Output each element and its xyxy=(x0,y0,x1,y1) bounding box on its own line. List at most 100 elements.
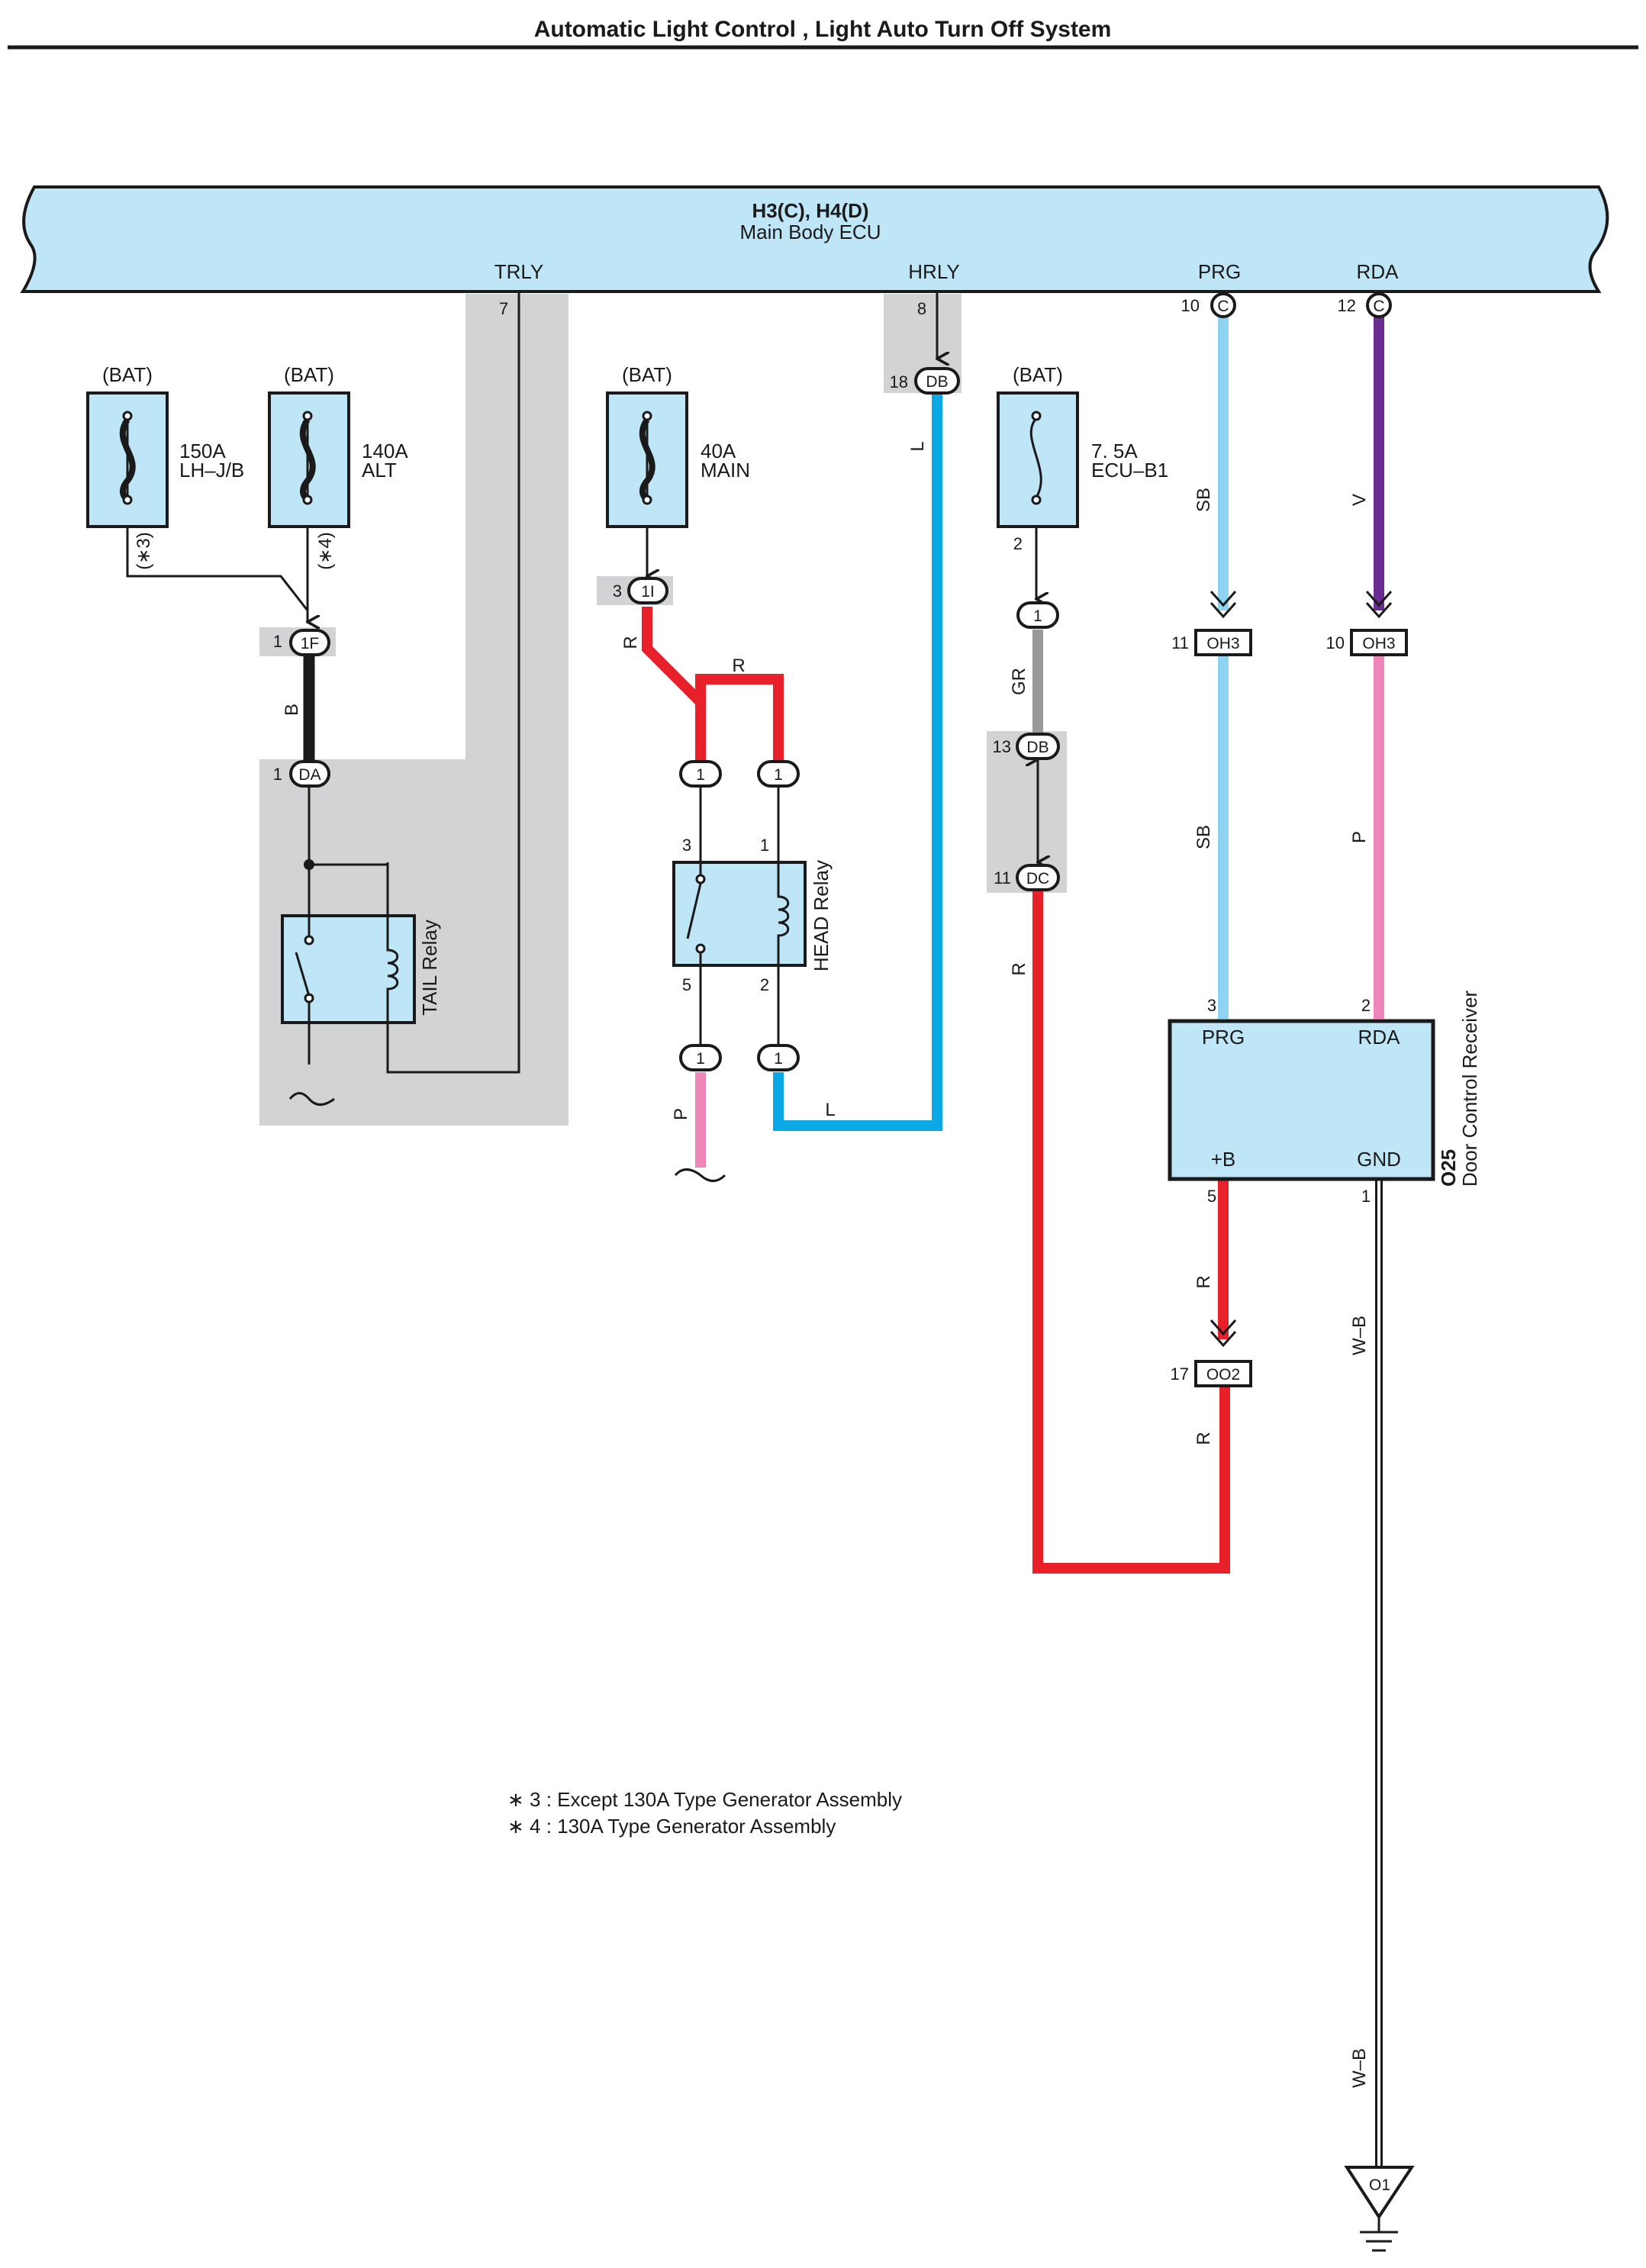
wire-label-l: L xyxy=(825,1100,835,1120)
ecu-pin-trly: 7 xyxy=(499,299,508,318)
head-relay-label: HEAD Relay xyxy=(810,860,833,971)
connector-1i-pin: 3 xyxy=(613,581,622,601)
receiver-pin-3: 3 xyxy=(1207,996,1216,1015)
ecu-terminal-hrly: HRLY xyxy=(908,260,959,283)
connector-da: DA xyxy=(289,760,330,788)
fuse-source: (BAT) xyxy=(102,363,153,386)
connector-dc: DC xyxy=(1016,864,1060,891)
head-relay-pin-1: 1 xyxy=(760,836,769,855)
connector-head-1b: 1 xyxy=(757,760,800,788)
connector-db-18: DB xyxy=(914,367,960,395)
ecu-connector-c-rda: C xyxy=(1366,292,1392,318)
tail-relay-label: TAIL Relay xyxy=(418,920,441,1016)
fuse-pin: 2 xyxy=(1013,534,1023,553)
wire-150a xyxy=(126,527,309,611)
connector-1i: 1I xyxy=(627,577,668,604)
wire-r-receiver xyxy=(1032,889,1230,1574)
diagram-title: Automatic Light Control , Light Auto Tur… xyxy=(534,17,1112,42)
connector-1f-pin: 1 xyxy=(273,632,282,651)
fuse-rating: 150A xyxy=(179,440,226,462)
connector-1f: 1F xyxy=(289,629,330,656)
fuse-name: LH–J/B xyxy=(179,459,244,482)
wire-relay-bot xyxy=(699,965,780,1045)
wire-tail-coil xyxy=(309,863,389,916)
fuse-rating: 140A xyxy=(362,440,408,462)
wire-label-b: B xyxy=(282,704,302,716)
fuse-name: MAIN xyxy=(701,459,750,482)
wire-label-wb: W–B xyxy=(1349,2048,1370,2088)
connector-da-pin: 1 xyxy=(273,765,282,784)
wire-label-r: R xyxy=(732,656,745,676)
receiver-terminal-prg: PRG xyxy=(1202,1026,1245,1049)
connector-oh3-rda: OH3 xyxy=(1350,629,1408,656)
head-relay-pin-2: 2 xyxy=(760,975,769,994)
receiver-terminal-rda: RDA xyxy=(1358,1026,1401,1049)
ground-label: O1 xyxy=(1369,2176,1390,2194)
fuse-rating: 7. 5A xyxy=(1091,440,1138,462)
fuse-note: (∗4) xyxy=(315,532,336,569)
wire-r-main xyxy=(642,607,784,765)
receiver-code: O25 xyxy=(1437,1149,1460,1187)
receiver-pin-5: 5 xyxy=(1207,1187,1216,1206)
ecu-connector-c-prg: C xyxy=(1210,292,1236,318)
wire-relay-top xyxy=(699,786,780,862)
connector-head-1c: 1 xyxy=(679,1044,722,1071)
fuse-name: ALT xyxy=(362,459,397,482)
wire-label-v: V xyxy=(1349,494,1370,506)
svg-text:OH3: OH3 xyxy=(1206,635,1239,652)
fuse-source: (BAT) xyxy=(284,363,334,386)
door-control-receiver: PRG RDA +B GND 3 2 5 1 O25 Door Control … xyxy=(1168,990,1481,1206)
svg-text:C: C xyxy=(1373,298,1384,315)
wire-label-r: R xyxy=(620,636,641,649)
ecu-name: Main Body ECU xyxy=(740,221,881,243)
svg-text:1F: 1F xyxy=(301,635,320,652)
ecu-pin-rda: 12 xyxy=(1338,296,1356,315)
svg-text:DA: DA xyxy=(298,766,321,784)
fuse-7-5a: (BAT) 7. 5A ECU–B1 2 xyxy=(997,363,1168,553)
ground-symbol-head xyxy=(674,1168,726,1182)
connector-head-1d: 1 xyxy=(757,1044,800,1071)
svg-text:DB: DB xyxy=(926,373,948,391)
connector-dc-pin: 11 xyxy=(994,868,1011,888)
tail-relay: TAIL Relay xyxy=(281,914,441,1024)
svg-text:1: 1 xyxy=(774,766,783,784)
connector-ecub1-1: 1 xyxy=(1016,601,1059,629)
connector-db-pin: 18 xyxy=(890,372,908,391)
ground-symbol-tail xyxy=(288,1092,335,1106)
connector-oh3-rda-pin: 10 xyxy=(1326,633,1345,652)
svg-text:1: 1 xyxy=(1033,607,1042,625)
wire-label-gr: GR xyxy=(1009,668,1029,695)
wire-label-wb: W–B xyxy=(1349,1316,1370,1355)
svg-text:C: C xyxy=(1217,298,1229,315)
fuse-140a: (BAT) 140A ALT (∗4) xyxy=(268,363,408,570)
receiver-name: Door Control Receiver xyxy=(1458,990,1481,1187)
receiver-pin-2: 2 xyxy=(1361,996,1371,1015)
ecu-terminal-rda: RDA xyxy=(1357,260,1400,283)
svg-text:1: 1 xyxy=(774,1050,783,1068)
fuse-note: (∗3) xyxy=(134,532,154,569)
junction-dot xyxy=(304,859,314,870)
wire-label-sb: SB xyxy=(1193,825,1214,849)
wire-label-sb: SB xyxy=(1193,488,1214,512)
svg-text:1: 1 xyxy=(696,766,705,784)
arrow-rda xyxy=(1365,591,1393,619)
svg-text:OO2: OO2 xyxy=(1206,1366,1240,1384)
fuse-source: (BAT) xyxy=(1013,363,1063,386)
ecu-code: H3(C), H4(D) xyxy=(752,199,868,222)
connector-oh3-prg: OH3 xyxy=(1194,629,1252,656)
ground-o1: O1 xyxy=(1344,2166,1415,2252)
connector-db-13: DB xyxy=(1016,733,1060,760)
wire-label-r: R xyxy=(1193,1432,1214,1445)
head-relay-pin-5: 5 xyxy=(682,975,691,994)
arrow-oo2 xyxy=(1210,1319,1237,1348)
receiver-pin-1: 1 xyxy=(1361,1187,1371,1206)
arrow-prg xyxy=(1210,591,1237,619)
fuse-150a: (BAT) 150A LH–J/B (∗3) xyxy=(86,363,244,570)
connector-head-1a: 1 xyxy=(679,760,722,788)
head-relay: HEAD Relay 3 1 5 2 xyxy=(672,836,833,994)
fuse-40a: (BAT) 40A MAIN xyxy=(606,363,750,528)
wire-label-p: P xyxy=(1349,831,1370,843)
ecu-pin-hrly: 8 xyxy=(917,299,926,318)
ecu-pin-prg: 10 xyxy=(1181,296,1200,315)
svg-text:DB: DB xyxy=(1026,739,1048,756)
